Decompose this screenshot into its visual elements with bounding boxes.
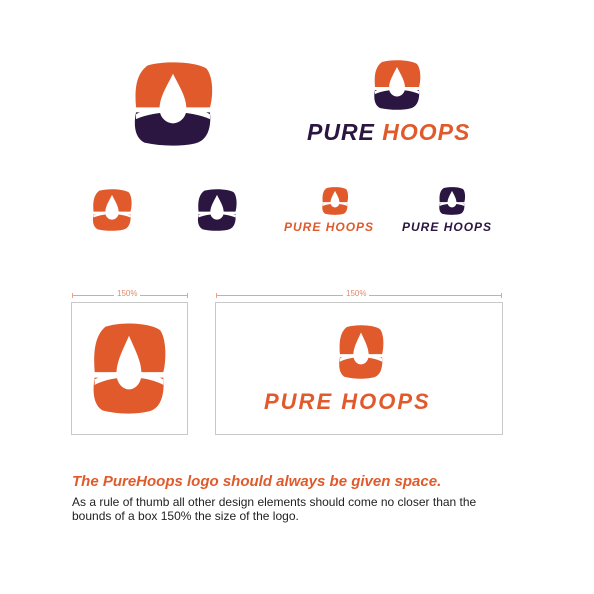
- dimension-label-small: 150%: [114, 289, 141, 298]
- wordmark-lockup-large: PURE HOOPS: [307, 119, 470, 146]
- wordmark-pure: PURE: [284, 220, 322, 234]
- logo-mark-two-tone-with-wordmark: [372, 60, 422, 110]
- wordmark-orange-small: PURE HOOPS: [284, 220, 374, 234]
- wordmark-hoops: HOOPS: [382, 119, 471, 145]
- wordmark-orange-clearspace: PURE HOOPS: [264, 389, 431, 415]
- wordmark-hoops: HOOPS: [341, 389, 431, 414]
- logo-mark-two-tone-large: [130, 62, 216, 146]
- logo-mark-orange-clearspace: [90, 323, 168, 414]
- clearspace-box-mark: [71, 302, 188, 435]
- clearspace-box-lockup: [215, 302, 503, 435]
- wordmark-pure: PURE: [402, 220, 440, 234]
- guideline-headline: The PureHoops logo should always be give…: [72, 473, 442, 490]
- wordmark-hoops: HOOPS: [325, 220, 375, 234]
- wordmark-hoops: HOOPS: [443, 220, 493, 234]
- dimension-tick: [501, 293, 502, 298]
- logo-mark-orange-lockup-clearspace: [337, 325, 385, 379]
- logo-mark-dark-lockup-small: [438, 187, 466, 215]
- guideline-body: As a rule of thumb all other design elem…: [72, 495, 477, 523]
- wordmark-dark-small: PURE HOOPS: [402, 220, 492, 234]
- logo-mark-orange-small: [91, 188, 133, 232]
- logo-mark-orange-lockup-small: [321, 187, 349, 215]
- wordmark-pure: PURE: [264, 389, 334, 414]
- logo-mark-dark-small: [196, 188, 238, 232]
- dimension-tick: [187, 293, 188, 298]
- dimension-tick: [216, 293, 217, 298]
- dimension-label-wide: 150%: [343, 289, 370, 298]
- dimension-tick: [72, 293, 73, 298]
- wordmark-pure: PURE: [307, 119, 375, 145]
